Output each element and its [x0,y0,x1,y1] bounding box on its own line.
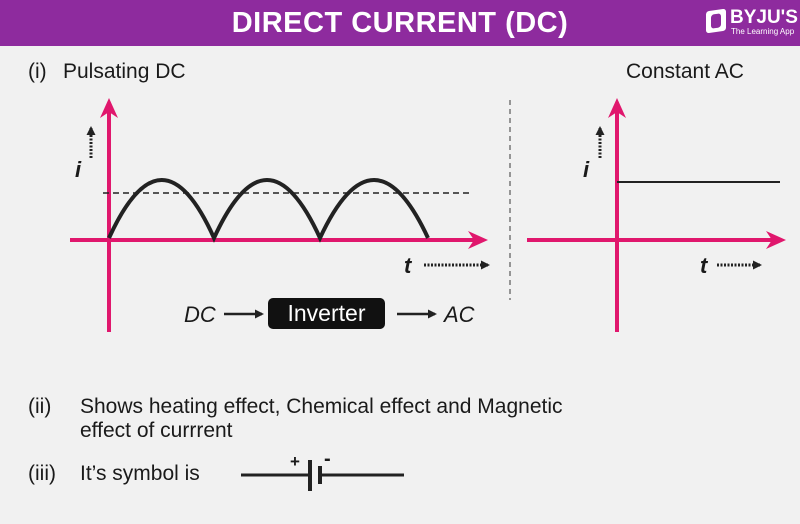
section-iii-text: It’s symbol is [80,462,200,485]
logo-tagline: The Learning App [731,27,795,36]
plus-sign: + [290,452,300,471]
page-title: DIRECT CURRENT (DC) [231,7,569,39]
ac-label: AC [444,302,475,327]
i-label-right: i [583,157,590,182]
dc-label: DC [184,302,216,327]
inverter-box: Inverter [268,298,385,329]
t-label-right: t [700,253,708,278]
minus-sign: - [324,448,331,470]
section-ii-marker: (ii) [28,395,52,418]
constant-ac-label: Constant AC [626,60,744,83]
section-iii-marker: (iii) [28,462,56,485]
header-bar [0,0,800,46]
logo-name: BYJU'S [730,7,798,28]
dc-battery-symbol [241,460,404,491]
pulsating-dc-curve [107,178,430,243]
section-i-marker: (i) [28,60,47,83]
section-ii-line2: effect of currrent [80,419,233,442]
t-label-left: t [404,253,412,278]
pulsating-dc-label: Pulsating DC [63,60,186,83]
i-label-left: i [75,157,82,182]
section-ii-line1: Shows heating effect, Chemical effect an… [80,395,563,418]
